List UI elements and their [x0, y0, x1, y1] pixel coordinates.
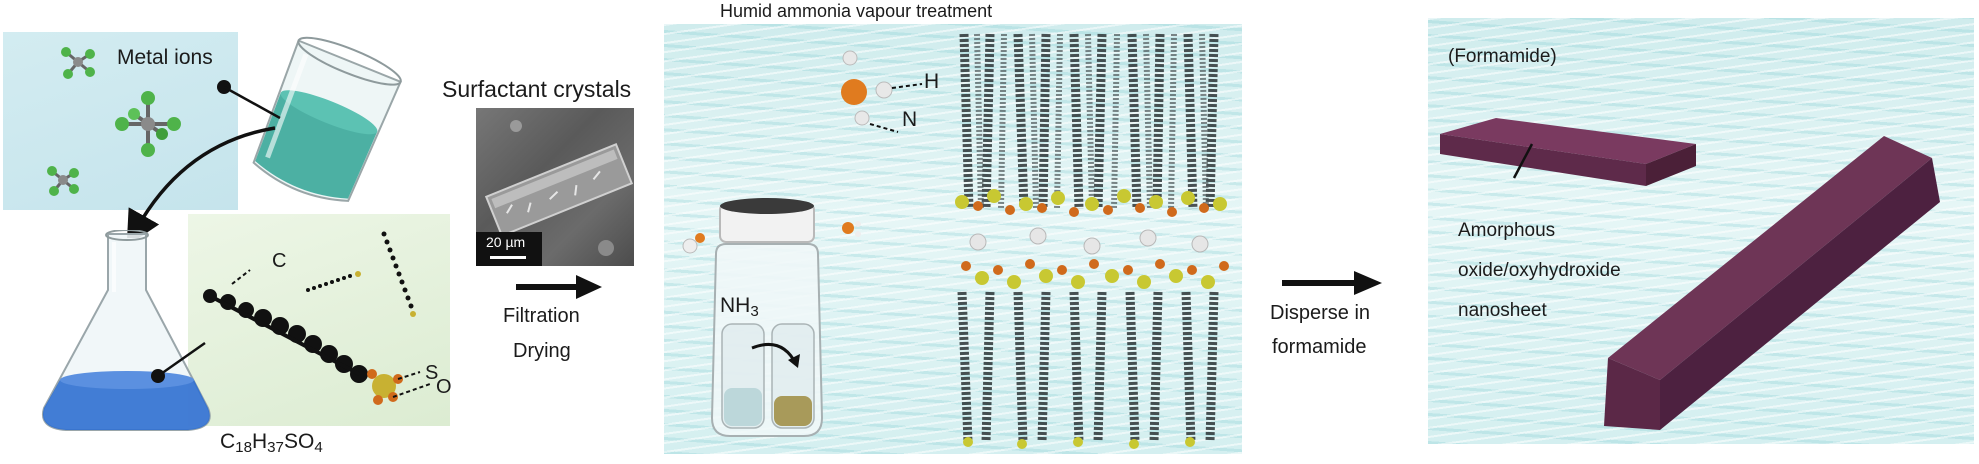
floating-ammonia-2	[682, 233, 705, 254]
nh3-base: NH	[720, 294, 751, 317]
tetrahedral-ion-bottom	[47, 166, 79, 196]
formula-so: SO	[283, 430, 315, 453]
nh3-sub: 3	[750, 302, 759, 320]
formula-c: C	[220, 430, 236, 453]
surfactant-crystals-title: Surfactant crystals	[442, 76, 632, 102]
sulfate-layer-lower	[961, 259, 1229, 289]
scale-bar-line	[490, 256, 526, 259]
surfactant-formula: C18H37SO4	[220, 430, 323, 456]
flask-leader	[151, 341, 206, 383]
hydrogen-label: H	[924, 70, 940, 93]
formula-c-sub: 18	[235, 438, 252, 456]
formula-so-sub: 4	[314, 438, 323, 456]
ammonia-jar	[710, 198, 824, 437]
disperse-label: Disperse in	[1270, 302, 1371, 324]
scale-bar-label: 20 µm	[486, 234, 526, 250]
nanosheet-label-line3: nanosheet	[1458, 300, 1547, 321]
oxygen-label: O	[436, 376, 452, 398]
tetrahedral-ion-top	[61, 47, 95, 79]
carbon-label: C	[272, 250, 287, 272]
nanosheet-label-line1: Amorphous	[1458, 220, 1556, 241]
layered-structure	[955, 33, 1229, 449]
nanosheet-label-line2: oxide/oxyhydroxide	[1458, 260, 1621, 281]
metal-ions-label: Metal ions	[117, 46, 213, 69]
octahedral-ion-large	[115, 91, 181, 157]
floating-ammonia-1	[842, 221, 861, 237]
arrow-2	[1282, 271, 1382, 295]
metal-ions-leader	[217, 80, 281, 120]
ammonia-treatment-title: Humid ammonia vapour treatment	[720, 1, 993, 21]
formamide-solvent-label: (Formamide)	[1448, 46, 1557, 67]
formula-h: H	[251, 430, 268, 453]
metal-ions-panel	[3, 32, 238, 210]
nanosheet-leader	[1512, 143, 1534, 179]
sulfur-label: S	[425, 362, 439, 384]
erlenmeyer-flask	[42, 230, 211, 431]
surfactant-panel	[188, 214, 450, 426]
metal-ion-molecules	[47, 47, 181, 196]
small-chain-horizontal	[306, 271, 361, 292]
sem-image: 20 µm	[476, 108, 634, 266]
formamide-step-label: formamide	[1272, 336, 1367, 358]
top-chain-layer	[959, 33, 1219, 210]
ammonia-molecule	[841, 50, 923, 133]
nanosheets	[1440, 118, 1940, 430]
teal-liquid	[255, 92, 378, 199]
nitrogen-atom	[841, 79, 867, 105]
blue-liquid	[42, 380, 210, 430]
drying-label: Drying	[513, 340, 571, 362]
surfactant-molecule	[203, 231, 431, 405]
sulfate-layer-upper	[955, 189, 1227, 217]
ammonia-molecules-intercalated	[969, 227, 1209, 255]
pouring-beaker	[252, 36, 402, 202]
small-chain-vertical	[381, 231, 416, 317]
nanosheet-tilted	[1604, 136, 1940, 430]
sulfur-atom	[372, 374, 396, 398]
filtration-label: Filtration	[503, 305, 580, 327]
hydrogen-atom	[875, 81, 893, 99]
scale-bar-box	[476, 232, 542, 266]
oxygen-atom	[373, 395, 383, 405]
formula-h-sub: 37	[267, 438, 284, 456]
pour-arrow	[126, 126, 276, 238]
nitrogen-label: N	[902, 108, 918, 131]
arrow-1	[516, 275, 602, 299]
nanosheet-flat	[1440, 118, 1696, 186]
bottom-chain-layer	[957, 291, 1219, 449]
sem-crystal	[484, 120, 634, 256]
nh3-label: NH3	[720, 294, 759, 320]
